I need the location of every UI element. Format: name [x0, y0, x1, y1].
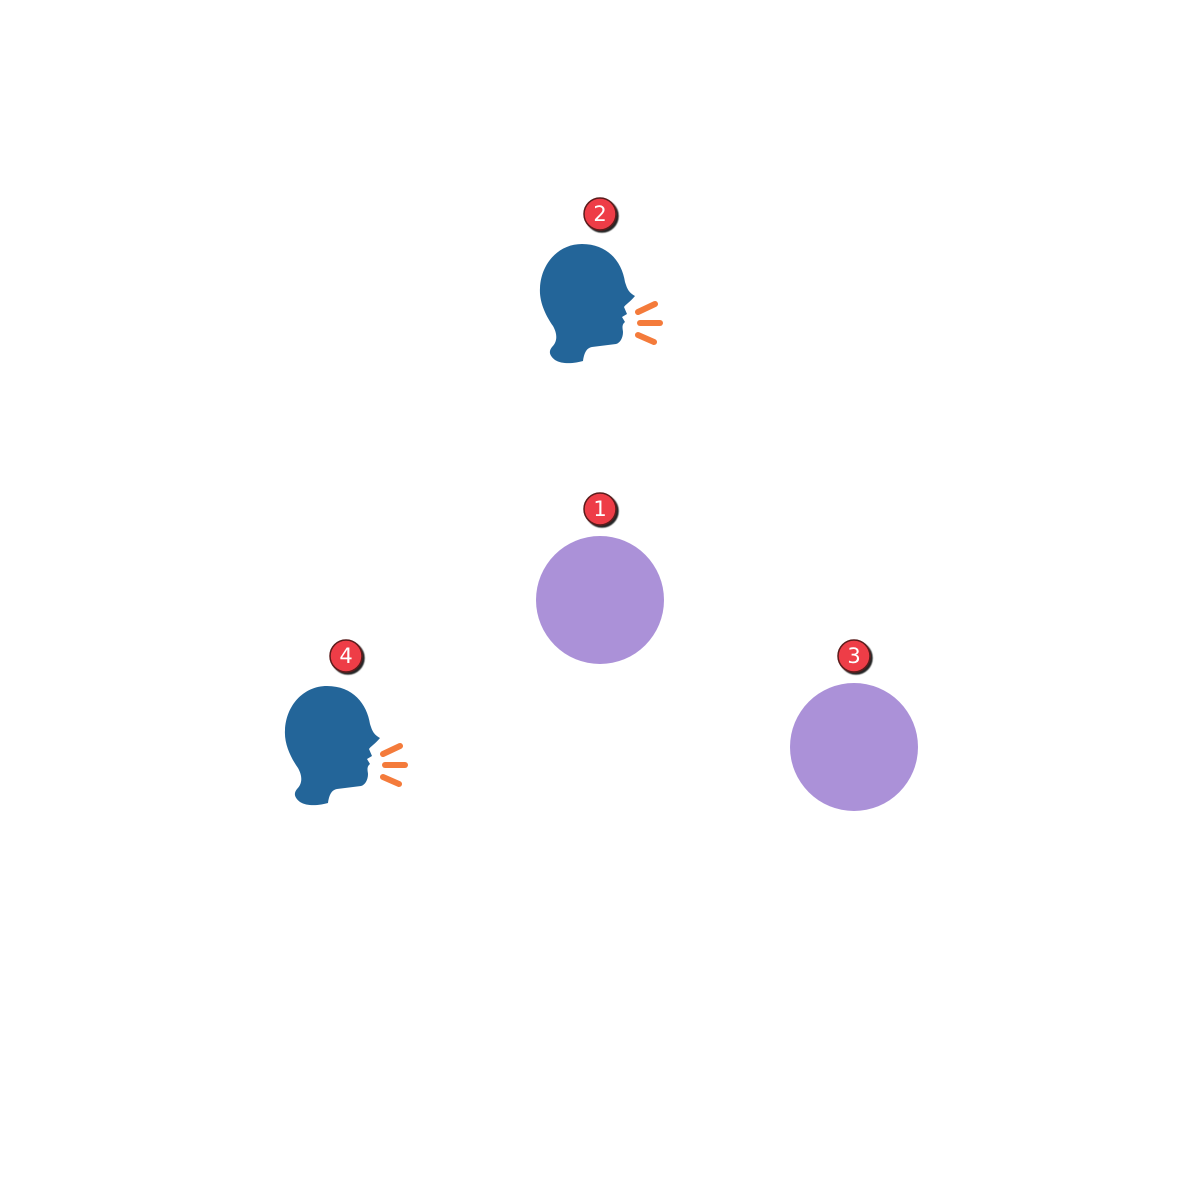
purple-circle-icon [536, 536, 664, 664]
purple-circle-icon [790, 683, 918, 811]
node-badge-2: 2 [583, 197, 617, 231]
node-1 [536, 536, 664, 664]
node-3 [790, 683, 918, 811]
node-4 [284, 686, 408, 806]
node-label-1: 1 [593, 497, 606, 521]
node-badge-3: 3 [837, 639, 871, 673]
node-label-2: 2 [593, 202, 606, 226]
node-label-3: 3 [847, 644, 860, 668]
node-2 [539, 244, 663, 364]
speaking-head-icon [284, 686, 408, 806]
speaking-head-icon [539, 244, 663, 364]
node-label-4: 4 [339, 644, 352, 668]
node-badge-1: 1 [583, 492, 617, 526]
node-badge-4: 4 [329, 639, 363, 673]
